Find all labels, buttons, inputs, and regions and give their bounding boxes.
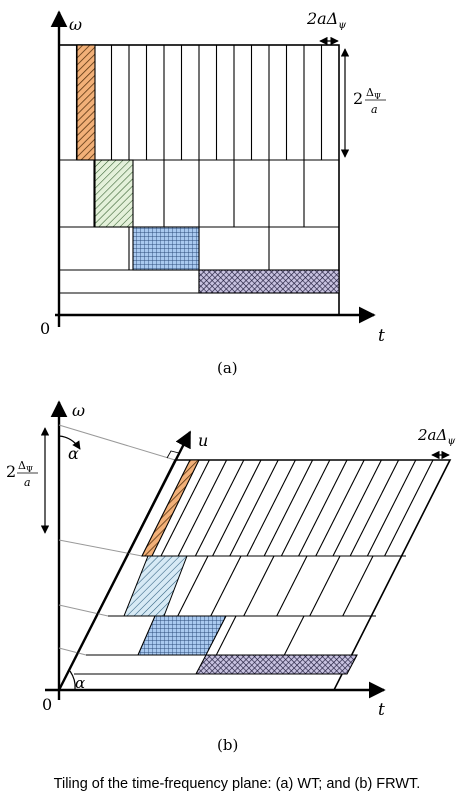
panel-b-right-angle-marker	[166, 450, 180, 459]
panel-a: ω t 0 2aΔψ 2 ΔΨ a (a)	[40, 9, 386, 377]
panel-b-divider	[194, 459, 245, 557]
panel-b-caption-label: (b)	[217, 736, 238, 754]
panel-b-alpha-top-label: α	[68, 444, 79, 463]
panel-b-t-label: t	[378, 700, 385, 720]
panel-b-divider	[229, 459, 279, 557]
panel-b-alpha-arc-top	[58, 435, 81, 450]
panel-b-omega-label: ω	[72, 401, 85, 420]
panel-b-divider	[298, 459, 348, 557]
panel-a-tile-dividers	[75, 45, 323, 293]
figure-caption: Tiling of the time-frequency plane: (a) …	[54, 776, 421, 792]
panel-b-divider	[177, 459, 228, 557]
panel-b-divider	[283, 615, 305, 656]
panel-b-divider	[384, 459, 434, 557]
panel-b-divider	[212, 459, 262, 557]
panel-b-width-label: 2aΔψ	[417, 426, 455, 447]
panel-b-height-label: 2 ΔΨ a	[6, 459, 38, 489]
svg-text:a: a	[24, 476, 31, 489]
panel-b-divider	[332, 459, 382, 557]
svg-text:2: 2	[353, 89, 363, 108]
panel-b-origin-label: 0	[42, 695, 52, 714]
panel-b-divider	[246, 459, 296, 557]
panel-b-divider	[349, 459, 400, 557]
panel-b-divider	[215, 615, 237, 656]
panel-b-divider	[366, 459, 417, 557]
panel-b-divider	[315, 459, 365, 557]
svg-text:ΔΨ: ΔΨ	[18, 459, 33, 474]
panel-b-alpha-bottom-label: α	[75, 674, 85, 692]
panel-b-divider	[177, 555, 209, 617]
panel-b-divider	[309, 555, 341, 617]
panel-b-divider	[280, 459, 331, 557]
panel-b-u-label: u	[198, 431, 208, 450]
panel-b-tile-blue	[137, 615, 227, 656]
panel-a-tile-blue	[132, 226, 200, 271]
panel-b-tile-lightblue	[123, 555, 188, 617]
panel-b: ω α u α t 0 2aΔψ 2 ΔΨ a (b)	[6, 400, 455, 754]
panel-b-divider	[160, 459, 210, 557]
panel-b-divider	[342, 555, 374, 617]
panel-a-t-label: t	[378, 326, 385, 346]
panel-b-divider	[210, 555, 242, 617]
panel-a-tile-purple	[198, 269, 340, 294]
panel-a-omega-label: ω	[69, 15, 82, 34]
panel-a-height-label: 2 ΔΨ a	[353, 86, 386, 116]
svg-text:a: a	[371, 103, 378, 116]
panel-a-caption-label: (a)	[217, 359, 238, 377]
svg-text:ΔΨ: ΔΨ	[366, 86, 381, 101]
panel-a-width-label: 2aΔψ	[306, 9, 346, 31]
panel-b-divider	[263, 459, 314, 557]
panel-a-origin-label: 0	[40, 319, 50, 338]
panel-a-tile-orange	[76, 44, 96, 161]
panel-b-tile-purple	[195, 654, 358, 675]
panel-a-tile-green	[94, 159, 134, 228]
svg-text:2: 2	[6, 462, 16, 481]
panel-b-divider	[243, 555, 275, 617]
panel-b-divider	[276, 555, 308, 617]
panel-b-alpha-arc-bottom	[69, 670, 76, 690]
